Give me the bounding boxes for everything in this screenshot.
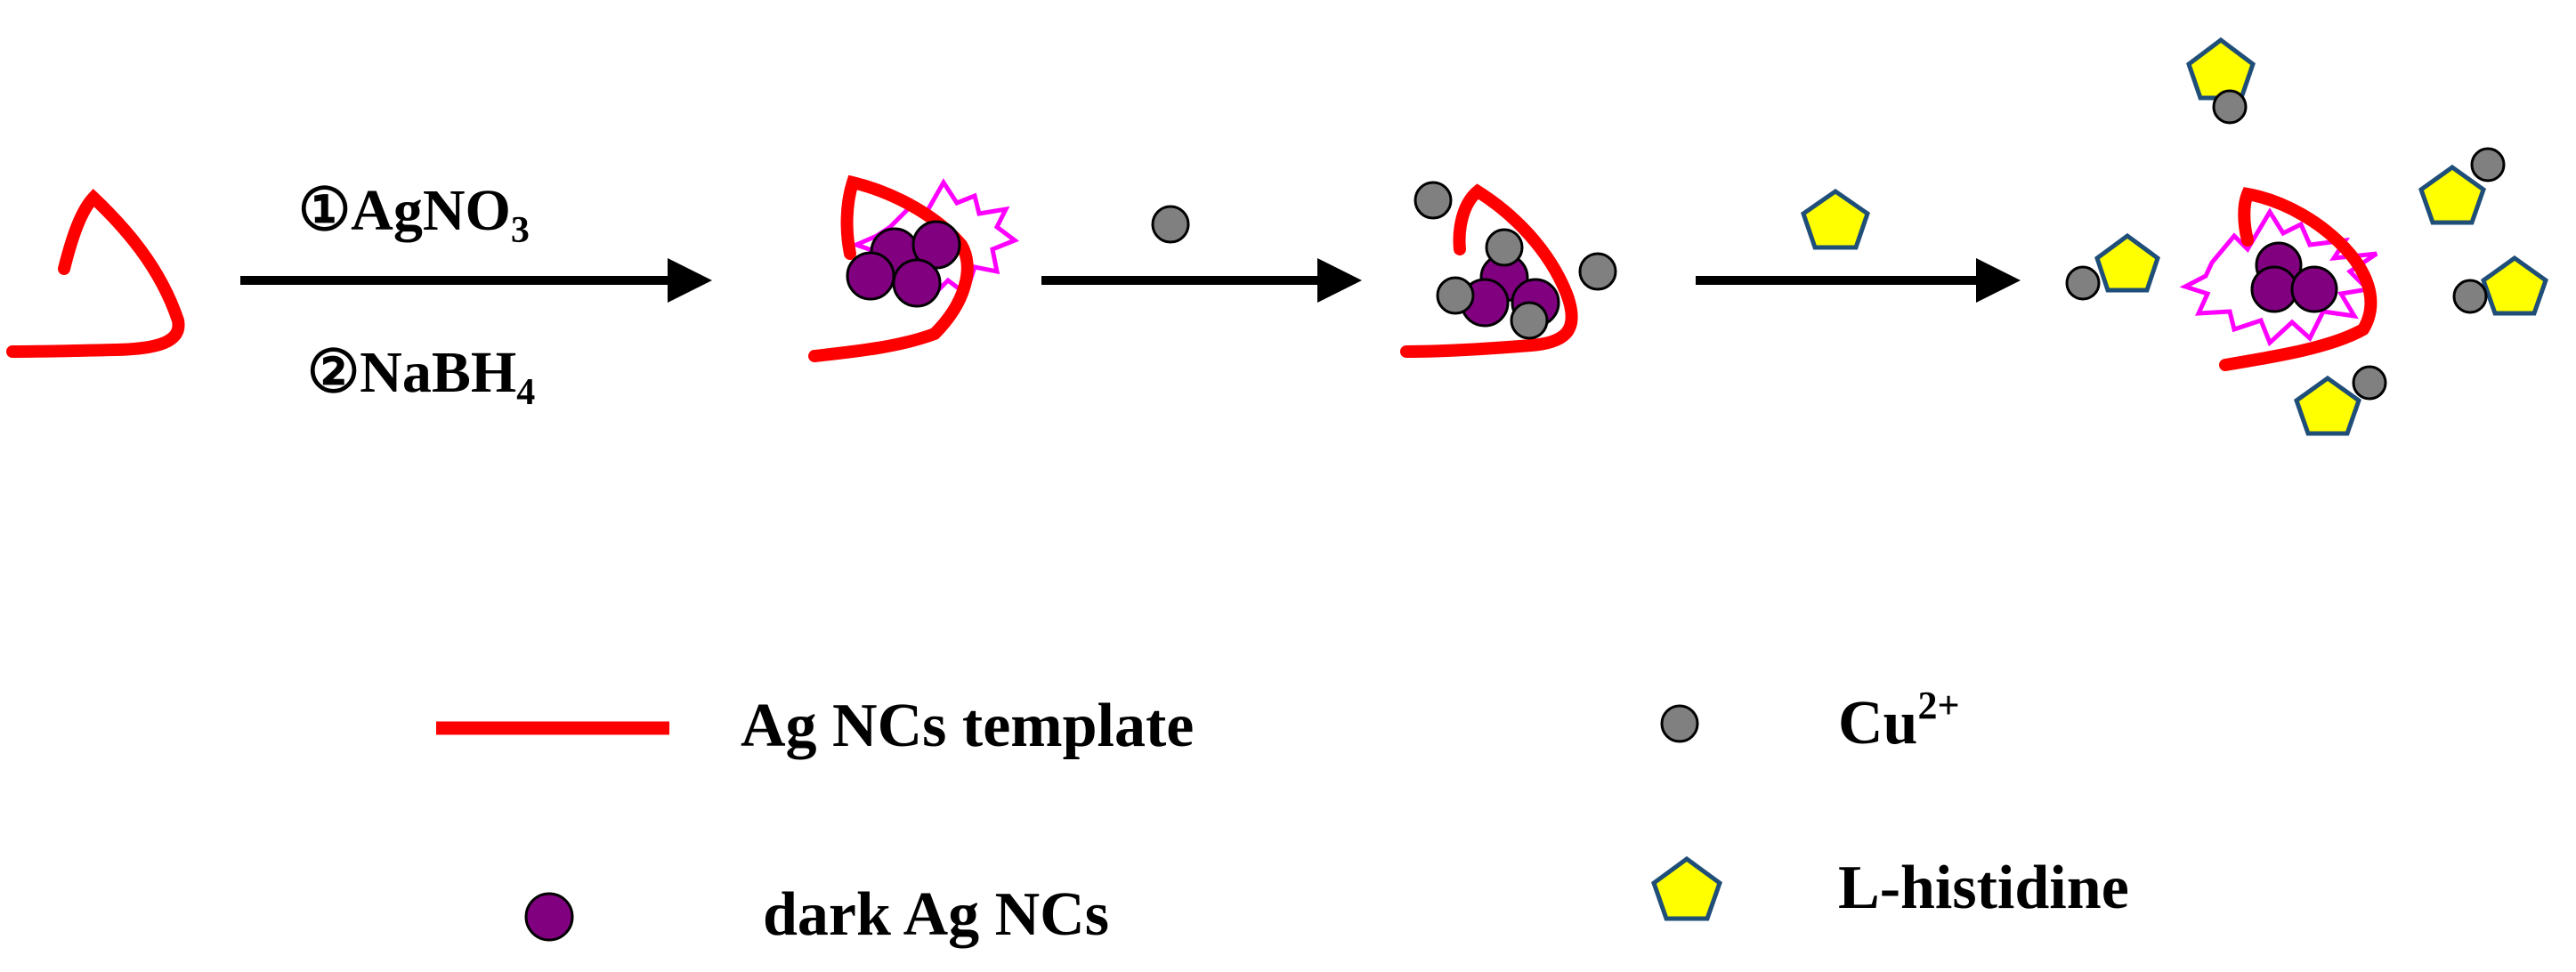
copper-ion xyxy=(1414,181,1453,220)
copper-ion xyxy=(1436,276,1475,315)
legend-cluster-swatch xyxy=(524,892,574,942)
legend-template-label: Ag NCs template xyxy=(741,692,1194,760)
legend-copper-swatch xyxy=(1660,704,1699,743)
reagent-agno3: ①AgNO3 xyxy=(298,178,530,251)
legend-copper-label: Cu2+ xyxy=(1838,684,1960,757)
stage-quenched-agncs xyxy=(1400,181,1617,358)
template-strand xyxy=(2219,187,2378,371)
ag-cluster-atom xyxy=(911,220,961,270)
histidine-pentagon xyxy=(2294,375,2361,436)
arrow-step-reduction: ①AgNO3 ②NaBH4 xyxy=(240,178,712,413)
ag-cluster-atom xyxy=(2250,265,2298,313)
reagent-nabh4: ②NaBH4 xyxy=(307,340,535,413)
cu-histidine-complex xyxy=(2065,232,2160,301)
stage-template-only xyxy=(6,189,185,358)
legend-item-copper: Cu2+ xyxy=(1660,684,1960,757)
copper-ion xyxy=(2352,365,2387,401)
cu-histidine-complex xyxy=(2452,255,2548,316)
arrow-step-histidine xyxy=(1696,188,2021,303)
cu-histidine-complex xyxy=(2186,36,2256,125)
histidine-pentagon xyxy=(2186,36,2256,101)
legend-histidine-swatch xyxy=(1651,855,1722,921)
legend-item-template: Ag NCs template xyxy=(436,692,1194,760)
cu-histidine-complex xyxy=(2418,147,2506,225)
legend-clusters-label: dark Ag NCs xyxy=(763,880,1109,949)
histidine-pentagon xyxy=(2481,255,2548,316)
histidine-pentagon xyxy=(1801,188,1870,250)
ag-cluster-atom xyxy=(2290,265,2338,313)
copper-ion xyxy=(2452,279,2488,314)
fluorescence-burst xyxy=(2179,207,2378,347)
histidine-pentagon xyxy=(2418,164,2486,225)
template-strand xyxy=(808,174,974,362)
copper-ion xyxy=(1151,205,1190,244)
copper-ion xyxy=(1510,301,1549,340)
legend-item-clusters: dark Ag NCs xyxy=(524,880,1109,949)
ag-cluster-atom xyxy=(892,258,942,308)
histidine-pentagon xyxy=(2094,232,2160,293)
legend-histidine-label: L-histidine xyxy=(1838,854,2129,922)
template-strand xyxy=(1400,183,1578,358)
stage-restored-agncs xyxy=(2065,36,2548,436)
copper-ion xyxy=(2212,89,2248,125)
ag-cluster-atom xyxy=(846,251,895,301)
legend: Ag NCs template dark Ag NCs Cu2+ L-histi… xyxy=(436,684,2129,949)
stage-fluorescent-agncs xyxy=(808,174,1020,362)
copper-ion xyxy=(2470,147,2506,182)
copper-ion xyxy=(1485,228,1524,267)
arrow-step-copper xyxy=(1041,205,1362,303)
copper-ion xyxy=(2065,265,2101,301)
copper-ion xyxy=(1578,252,1617,291)
legend-item-histidine: L-histidine xyxy=(1651,854,2129,922)
cu-histidine-complex xyxy=(2294,365,2387,436)
template-strand xyxy=(6,189,185,358)
